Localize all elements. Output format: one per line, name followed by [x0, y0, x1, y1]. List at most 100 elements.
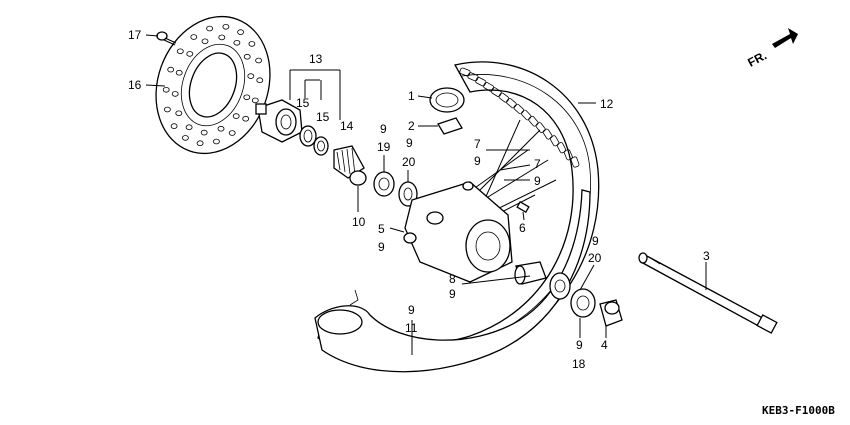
brake-disc — [155, 15, 271, 155]
label-19: 19 — [377, 140, 391, 154]
label-10: 10 — [352, 215, 366, 229]
rim — [314, 189, 591, 373]
disc-hole — [218, 34, 226, 41]
disc-hole — [171, 91, 179, 97]
disc-hole — [190, 34, 198, 40]
disc-hole — [181, 135, 189, 141]
disc-hole — [162, 87, 170, 93]
disc-hole — [185, 124, 193, 130]
disc-hole — [217, 125, 225, 132]
distance-collar — [514, 261, 547, 285]
disc-hole — [201, 38, 209, 45]
disc-hole — [222, 23, 230, 30]
label-9b: 9 — [406, 136, 413, 150]
disc-hole — [206, 25, 214, 32]
label-20b: 20 — [588, 251, 602, 265]
disc-hole — [212, 138, 220, 145]
tread-block — [528, 115, 539, 127]
disc-hole — [237, 29, 245, 35]
front-direction-label: FR. — [745, 48, 769, 69]
tread-block — [483, 82, 495, 92]
bearing-left — [373, 171, 395, 197]
tread-block — [475, 77, 487, 87]
label-9a: 9 — [380, 122, 387, 136]
label-9h: 9 — [592, 234, 599, 248]
tread-block — [498, 92, 510, 103]
spoke-nipple — [516, 201, 530, 213]
disc-hole — [232, 113, 240, 119]
tread-block — [542, 128, 553, 140]
label-11: 11 — [405, 321, 418, 335]
disc-hole — [170, 123, 178, 129]
label-8: 8 — [449, 272, 456, 286]
disc-hole — [163, 106, 171, 113]
disc-hole — [176, 48, 184, 55]
front-direction-arrow — [772, 28, 798, 48]
disc-hole — [175, 69, 183, 76]
label-6: 6 — [519, 221, 526, 235]
disc-hole — [255, 57, 263, 64]
tread-block — [549, 135, 560, 147]
label-5: 5 — [378, 222, 385, 236]
axle — [638, 252, 778, 334]
side-collar — [599, 299, 623, 327]
label-18: 18 — [572, 357, 586, 371]
label-15a: 15 — [296, 96, 310, 110]
label-9d: 9 — [534, 174, 541, 188]
disc-hole — [243, 53, 251, 60]
disc-hole — [200, 129, 208, 136]
tread-block — [506, 98, 517, 109]
tread-block — [467, 72, 479, 82]
bearing-right — [549, 272, 571, 300]
diagram-code: KEB3-F1000B — [762, 404, 835, 417]
tread-block — [490, 87, 502, 97]
tread-block — [513, 103, 525, 115]
label-1: 1 — [408, 89, 415, 103]
disc-hole — [167, 66, 175, 73]
disc-hole — [247, 73, 255, 79]
label-13: 13 — [309, 52, 323, 66]
part-labels: 17 16 13 15 15 14 10 1 2 12 9 19 9 20 7 … — [128, 28, 710, 371]
tread-block — [570, 156, 580, 168]
label-16: 16 — [128, 78, 142, 92]
label-9g: 9 — [408, 303, 415, 317]
disc-hole — [251, 97, 259, 104]
label-4: 4 — [601, 338, 608, 352]
label-9c: 9 — [474, 154, 481, 168]
disc-hole — [175, 110, 183, 117]
tread-block — [459, 67, 471, 77]
disc-hole — [228, 130, 236, 136]
label-20a: 20 — [402, 155, 416, 169]
disc-hole — [242, 115, 250, 122]
label-9f: 9 — [449, 287, 456, 301]
tread-block — [563, 149, 573, 161]
disc-hole — [248, 41, 256, 47]
speedometer-gearbox — [255, 99, 329, 156]
disc-hole — [256, 77, 264, 83]
leader-lines — [145, 34, 707, 355]
label-2: 2 — [408, 119, 415, 133]
label-7a: 7 — [474, 137, 481, 151]
label-12: 12 — [600, 97, 614, 111]
label-7b: 7 — [534, 157, 541, 171]
tread-block — [535, 122, 546, 133]
hub — [403, 181, 513, 283]
rim-band — [437, 117, 463, 135]
disc-hole — [186, 51, 194, 57]
label-9i: 9 — [576, 338, 583, 352]
disc-hole — [196, 140, 204, 147]
disc-hole — [233, 39, 241, 46]
dust-seal-right — [570, 288, 596, 318]
disc-hole — [243, 94, 251, 101]
label-3: 3 — [703, 249, 710, 263]
speedometer-drive-gear — [333, 145, 367, 186]
tread-block — [556, 142, 567, 154]
label-15b: 15 — [316, 110, 330, 124]
label-14: 14 — [340, 119, 354, 133]
tube — [429, 87, 465, 113]
label-9e: 9 — [378, 240, 385, 254]
tread-block — [521, 109, 532, 121]
label-17: 17 — [128, 28, 142, 42]
